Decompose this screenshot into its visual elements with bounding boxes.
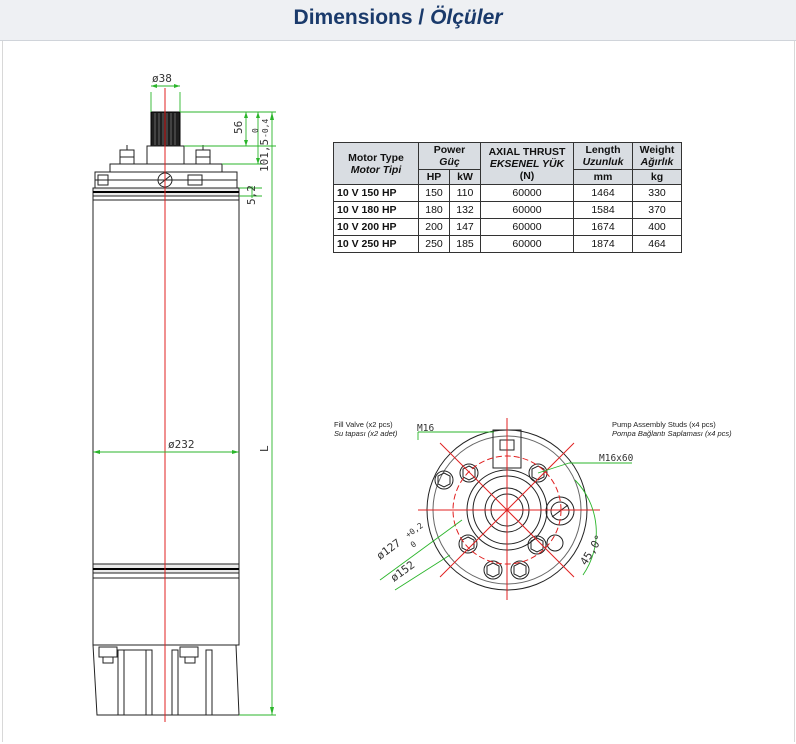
bolt-hole — [527, 535, 547, 555]
dim-tolerance-upper: 0 — [251, 128, 260, 133]
header-kw: kW — [449, 169, 481, 185]
label-stud-m16x60: M16x60 — [599, 453, 634, 464]
content-frame — [2, 41, 795, 742]
bolt-hole — [434, 470, 454, 490]
table-row: 10 V 250 HP 250 185 60000 1874 464 — [333, 235, 682, 253]
dim-127-tolerance-upper: +0,2 — [404, 521, 425, 540]
bolt-hole — [458, 534, 478, 554]
page-header: Dimensions / Ölçüler — [0, 0, 796, 41]
dim-127-tolerance-lower: 0 — [409, 539, 418, 549]
dim-shaft-diameter: ø38 — [152, 72, 172, 85]
fill-valve-note: Fill Valve (x2 pcs) Su tapası (x2 adet) — [334, 420, 398, 438]
bolt-hole — [546, 534, 564, 552]
title-en: Dimensions / — [293, 6, 425, 29]
dim-overall-length: L — [258, 445, 271, 452]
studs-note: Pump Assembly Studs (x4 pcs) Pompa Bağla… — [612, 420, 732, 438]
fill-valve-right — [545, 496, 575, 526]
flange-stud-left — [119, 145, 135, 165]
dim-collar-height: 5,2 — [245, 185, 258, 205]
table-row: 10 V 200 HP 200 147 60000 1674 400 — [333, 218, 682, 236]
dim-body-diameter: ø232 — [168, 438, 195, 451]
dim-tolerance-lower: -0,4 — [261, 119, 270, 138]
label-thread-m16: M16 — [417, 423, 434, 434]
table-row: 10 V 180 HP 180 132 60000 1584 370 — [333, 201, 682, 219]
header-weight-unit: kg — [632, 169, 682, 185]
page-title: Dimensions / Ölçüler — [0, 6, 796, 30]
dim-bolt-circle-127: ø127 — [374, 536, 403, 562]
dim-shaft-length: 56 — [232, 121, 245, 134]
bolt-hole — [483, 560, 503, 580]
bolt-hole — [459, 463, 479, 483]
title-tr: Ölçüler — [430, 6, 503, 29]
dim-flange-height: 101,5 — [258, 139, 271, 172]
dim-pilot-152: ø152 — [388, 558, 417, 584]
bolt-hole — [510, 560, 530, 580]
